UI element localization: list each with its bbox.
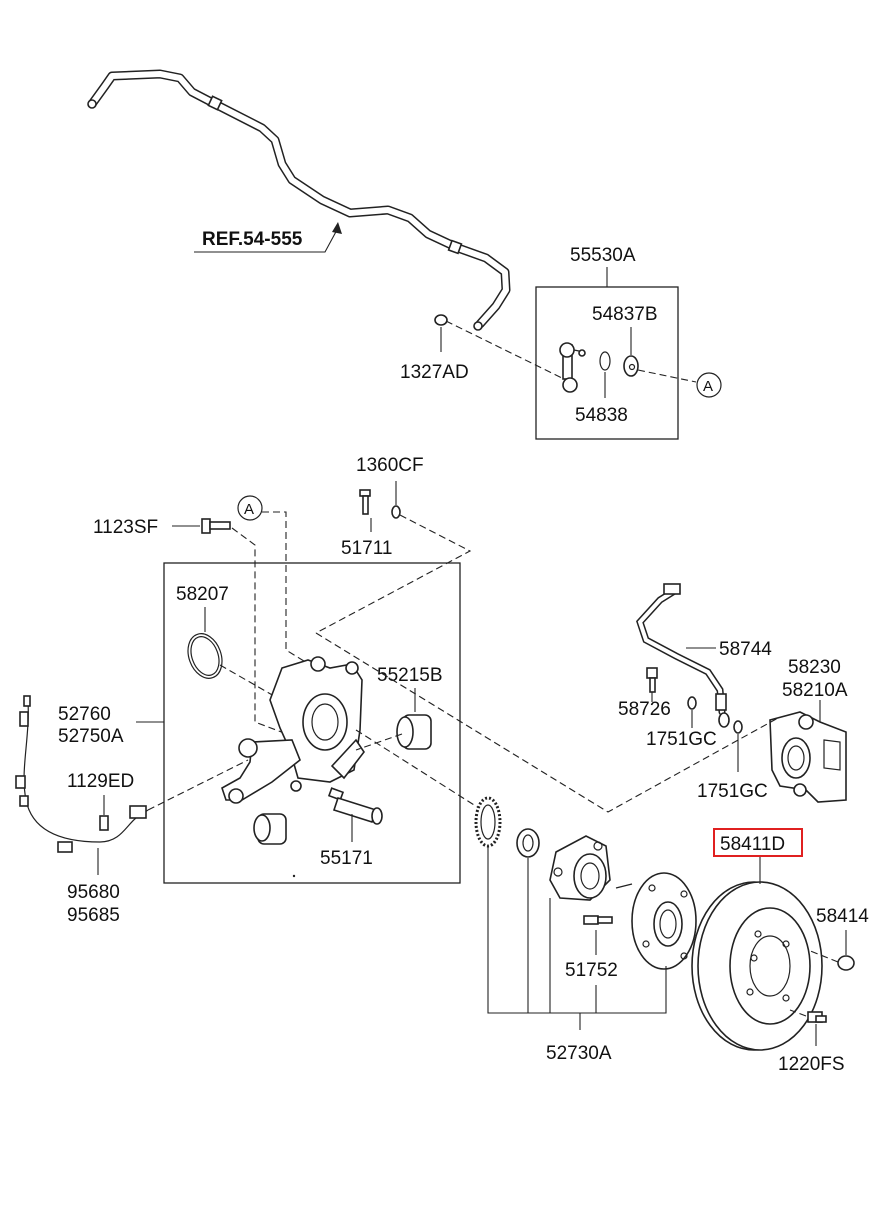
knuckle-box [163,562,461,884]
part-label-1123SF: 1123SF [93,517,158,538]
hub-bearing [549,835,611,901]
nut-1327AD: 1327AD [400,314,563,383]
part-label-95680: 95680 [67,882,120,903]
labels-52760: 52760 52750A [58,704,164,747]
callout-a-top[interactable]: A [696,372,722,398]
seal [516,828,540,858]
bolt-1129ED: 1129ED [67,759,249,831]
part-label-51752: 51752 [565,960,618,981]
part-label-55530A: 55530A [570,245,636,266]
part-label-58230: 58230 [788,657,841,678]
part-label-58744: 58744 [719,639,772,660]
caliper: 58230 58210A [769,657,848,803]
ref-pointer: REF.54-555 [194,222,342,253]
caliper-guide-line [315,632,779,813]
bolt-58726: 58726 [618,667,671,720]
stabilizer-link-box: 55530A 54838 54837B [535,245,697,440]
svg-text:A: A [703,378,713,395]
bushing-55215B: 55215B [355,665,443,751]
knuckle [221,656,365,804]
part-label-1129ED: 1129ED [67,771,134,792]
part-label-1751GC-a: 1751GC [646,729,717,750]
part-label-54837B: 54837B [592,304,658,325]
hub-flange [615,872,697,970]
wheel-speed-sensor: 95680 95685 [15,695,149,926]
marker-dot [292,874,296,878]
o-ring-58207: 58207 [176,584,296,709]
part-label-58207: 58207 [176,584,229,605]
lower-bushing [253,813,287,845]
bolt-1123SF: 1123SF [93,517,293,737]
part-label-52750A: 52750A [58,726,124,747]
callout-a-knuckle[interactable]: A [237,495,313,667]
bracket-52730A: 52730A [487,846,667,1064]
hub-guide-line [355,729,483,811]
part-label-55171: 55171 [320,848,373,869]
part-label-55215B: 55215B [377,665,443,686]
brake-disc: 58411D [691,828,823,1051]
part-label-1360CF: 1360CF [356,455,424,476]
stabilizer-bar [87,69,511,331]
part-label-1327AD: 1327AD [400,362,469,383]
part-label-95685: 95685 [67,905,120,926]
part-label-58210A: 58210A [782,680,848,701]
ref-label: REF.54-555 [202,229,303,250]
part-label-1220FS: 1220FS [778,1054,845,1075]
pin-55171: 55171 [320,787,383,869]
part-label-52760: 52760 [58,704,111,725]
part-label-51711: 51711 [341,538,392,559]
bolt-51752: 51752 [565,915,618,981]
highlight-box [713,828,803,857]
bolt-51711: 1360CF 51711 [315,455,472,634]
bolt-1220FS: 1220FS [778,1009,845,1075]
part-label-58726: 58726 [618,699,671,720]
svg-text:A: A [244,501,254,518]
part-label-58414: 58414 [816,906,869,927]
part-label-58411D: 58411D [720,834,785,855]
brake-hose-58744: 58744 [636,583,772,716]
tone-ring [474,796,502,848]
washers-1751GC: 1751GC 1751GC [646,696,768,802]
part-label-52730A: 52730A [546,1043,612,1064]
part-label-1751GC-b: 1751GC [697,781,768,802]
nut-58414: 58414 [807,906,869,971]
part-label-54838: 54838 [575,405,628,426]
